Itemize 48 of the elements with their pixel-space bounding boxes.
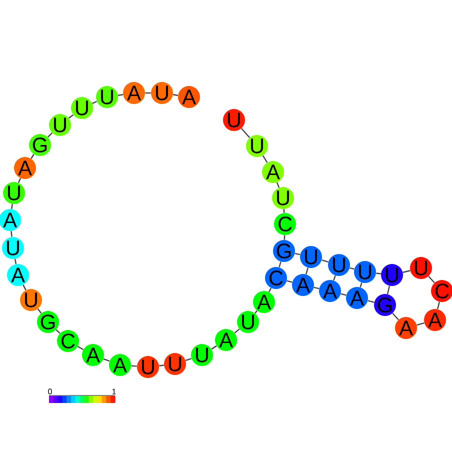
- backbone-line: [350, 267, 354, 270]
- backbone-line: [437, 302, 440, 310]
- backbone-line: [10, 231, 12, 237]
- backbone-line: [103, 358, 110, 362]
- backbone-line: [68, 114, 74, 119]
- backbone-line: [283, 209, 285, 213]
- backbone-line: [262, 155, 268, 163]
- backbone-line: [159, 364, 164, 366]
- backbone-line: [77, 346, 84, 350]
- backbone-line: [268, 288, 272, 292]
- backbone-line: [92, 100, 97, 104]
- scale-label: 0: [48, 388, 52, 394]
- backbone-line: [48, 132, 52, 138]
- backbone-line: [294, 252, 300, 256]
- backbone-line: [368, 300, 374, 303]
- base-pair-line: [333, 275, 336, 281]
- backbone-line: [173, 94, 178, 96]
- backbone-line: [276, 182, 280, 188]
- base-pair-line: [386, 286, 390, 294]
- backbone-line: [145, 92, 151, 94]
- backbone-line: [392, 312, 399, 320]
- backbone-line: [376, 272, 381, 274]
- backbone-line: [284, 235, 286, 240]
- base-pair-line: [360, 282, 362, 288]
- backbone-line: [37, 308, 42, 314]
- backbone-line: [211, 345, 217, 350]
- backbone-line: [314, 286, 320, 290]
- backbone-line: [22, 284, 26, 290]
- backbone-line: [11, 204, 13, 209]
- scale-label: 1: [112, 388, 116, 394]
- backbone-line: [416, 322, 424, 326]
- backbone-line: [234, 328, 240, 334]
- backbone-line: [30, 154, 34, 159]
- backbone-line: [131, 365, 137, 367]
- backbone-line: [402, 270, 410, 273]
- base-pair-line: [306, 268, 308, 274]
- base-pair-line: [278, 262, 282, 268]
- backbone-line: [340, 293, 346, 296]
- backbone-line: [286, 280, 292, 283]
- backbone-line: [56, 329, 60, 334]
- backbone-line: [14, 258, 17, 264]
- backbone-line: [18, 178, 22, 183]
- backbone-line: [254, 310, 258, 314]
- backbone-line: [118, 94, 124, 96]
- backbone-line: [185, 358, 192, 362]
- backbone-line: [322, 260, 328, 262]
- backbone-line: [240, 128, 250, 138]
- backbone-line: [428, 276, 435, 284]
